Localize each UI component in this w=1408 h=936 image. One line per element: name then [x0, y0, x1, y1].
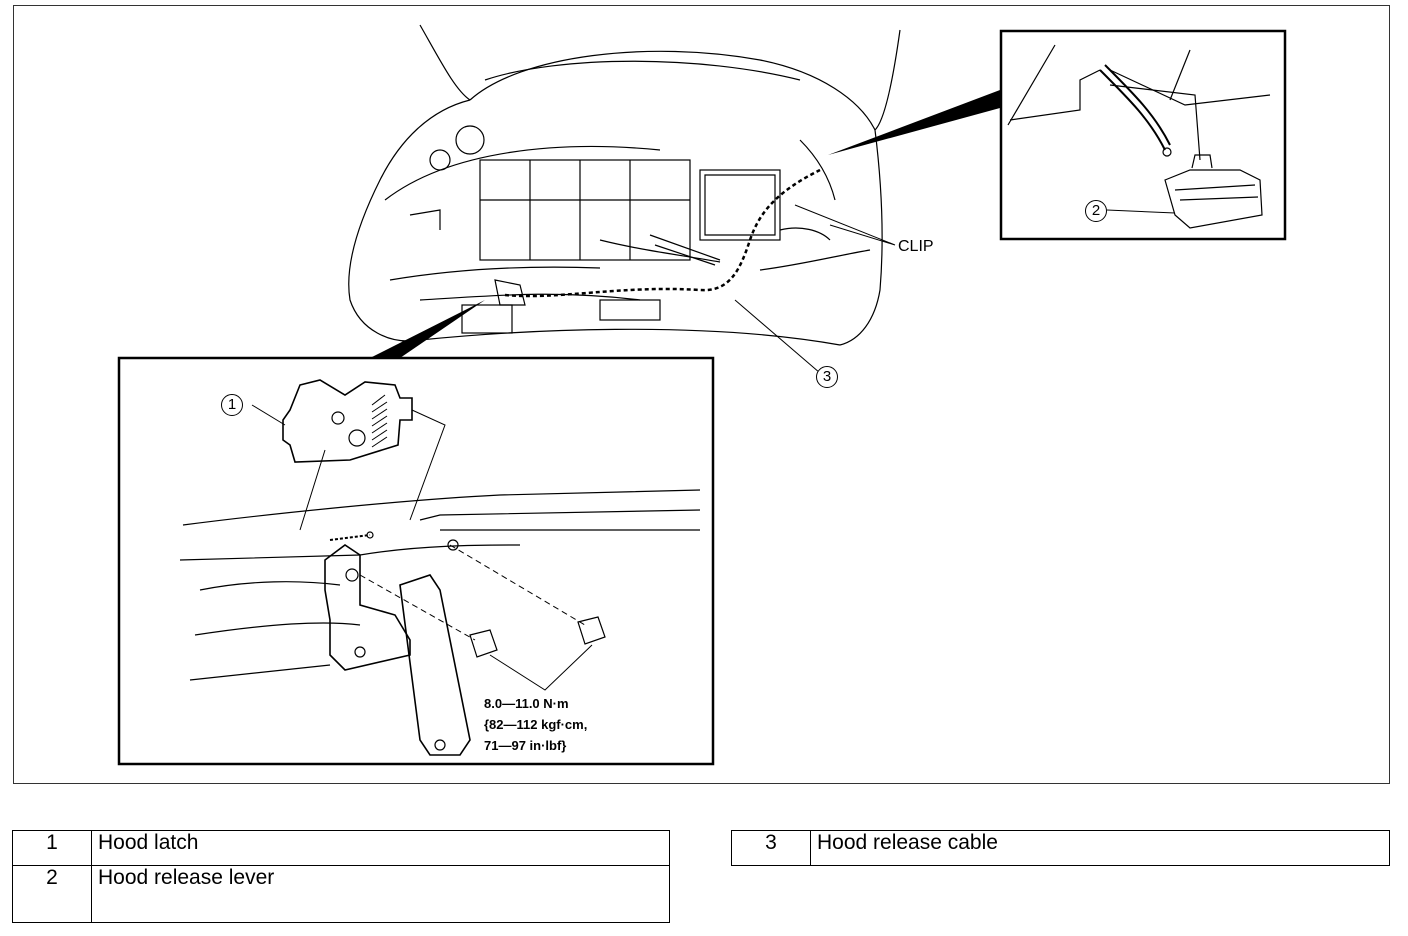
legend-part-name: Hood latch: [91, 830, 670, 866]
torque-nm: 8.0—11.0 N·m: [484, 696, 569, 711]
legend-number: 2: [12, 865, 92, 923]
legend-row: 1 Hood latch: [12, 830, 670, 866]
clip-label: CLIP: [898, 238, 934, 255]
hood-release-cable: [504, 168, 821, 298]
legend-row: 2 Hood release lever: [12, 865, 670, 923]
legend-table-left: 1 Hood latch 2 Hood release lever: [12, 830, 670, 923]
figure-frame: [13, 5, 1390, 784]
inset-hood-latch: [117, 356, 715, 766]
engine-bay-drawing: [348, 24, 901, 346]
callout-3: 3: [816, 366, 838, 388]
legend-table-right: 3 Hood release cable: [731, 830, 1390, 866]
inset-release-lever: [999, 29, 1287, 241]
callout-1: 1: [221, 394, 243, 416]
legend-part-name: Hood release cable: [810, 830, 1390, 866]
callout-2: 2: [1085, 200, 1107, 222]
legend-part-name: Hood release lever: [91, 865, 670, 923]
torque-spec: 8.0—11.0 N·m {82—112 kgf·cm, 71—97 in·lb…: [484, 693, 587, 756]
torque-inlbf: 71—97 in·lbf}: [484, 738, 567, 753]
torque-kgfcm: {82—112 kgf·cm,: [484, 717, 588, 732]
legend-number: 1: [12, 830, 92, 866]
legend-number: 3: [731, 830, 811, 866]
legend-row: 3 Hood release cable: [731, 830, 1390, 866]
